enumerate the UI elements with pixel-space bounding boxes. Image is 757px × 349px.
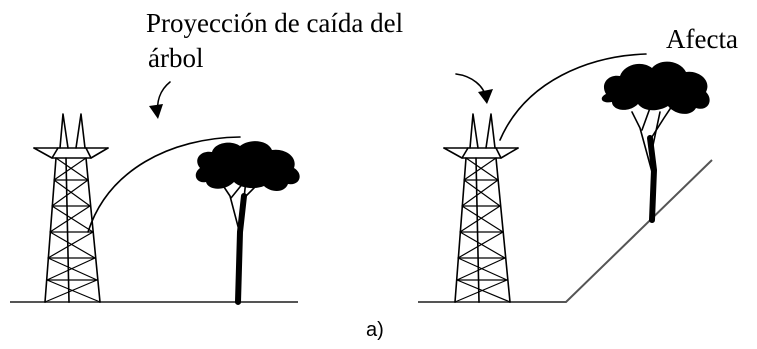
- figure-caption: a): [366, 319, 384, 341]
- left-panel: Proyección de caída del árbol: [10, 8, 403, 305]
- right-fall-arc: [499, 53, 647, 141]
- left-fall-projection-arc: [87, 136, 241, 233]
- right-label: Afecta: [666, 24, 738, 54]
- right-tree-crown: [601, 61, 710, 114]
- right-tree: [601, 61, 710, 223]
- right-panel: Afecta: [418, 24, 738, 303]
- left-label-line1: Proyección de caída del: [146, 8, 403, 38]
- left-transmission-tower: [33, 113, 109, 303]
- left-arrow-icon: [149, 81, 171, 119]
- right-ground-line: [418, 159, 713, 303]
- left-tree-crown: [195, 141, 300, 191]
- right-arrow-icon: [455, 73, 493, 104]
- left-tree: [195, 141, 300, 305]
- left-label-line2: árbol: [148, 43, 203, 73]
- right-transmission-tower: [443, 113, 519, 303]
